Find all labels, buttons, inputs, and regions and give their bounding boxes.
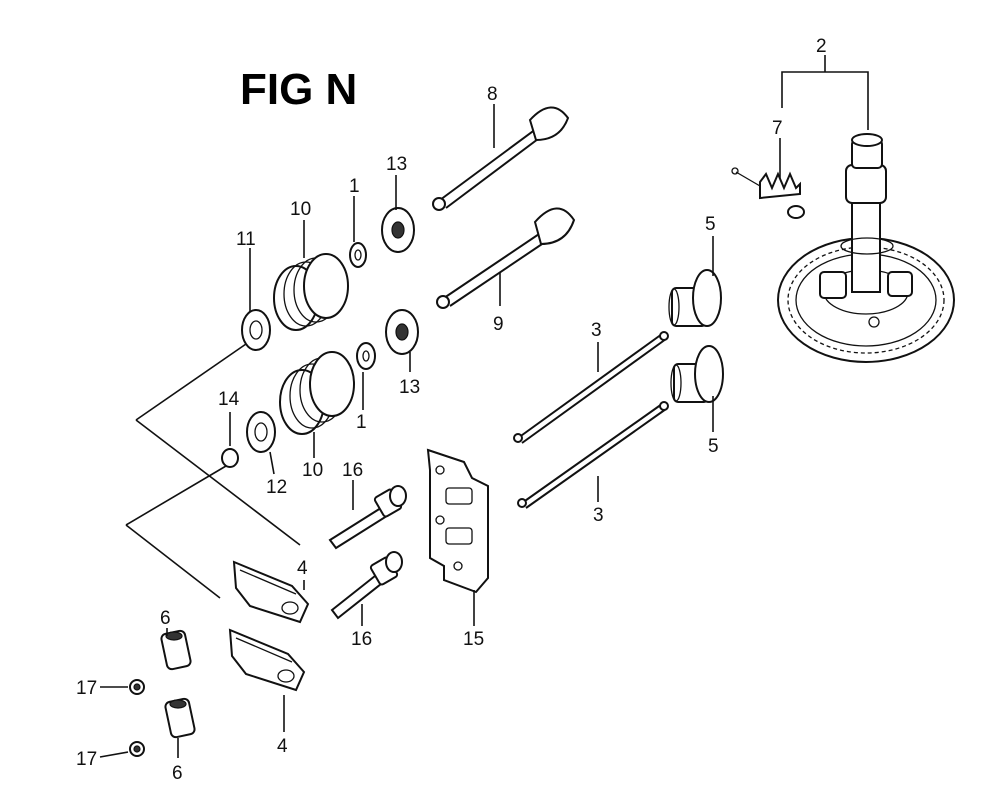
- callout-12: 12: [266, 477, 287, 498]
- tappet-lower: [670, 345, 724, 403]
- figure-title: FIG N: [240, 65, 357, 114]
- camshaft-gear: [777, 55, 955, 363]
- collet-lower: [356, 342, 376, 370]
- callout-5-upper: 5: [705, 214, 716, 235]
- pivot-bolt-upper: [328, 485, 407, 550]
- callout-17-lower: 17: [76, 749, 97, 770]
- valve-cap-14: [221, 448, 239, 468]
- decompressor-spring: [731, 138, 805, 219]
- group-leader-lines: [125, 343, 301, 599]
- spring-retainer-upper: [381, 207, 415, 253]
- push-rod-guide-plate: [426, 448, 489, 594]
- callout-3-lower: 3: [593, 505, 604, 526]
- callout-16-upper: 16: [342, 460, 363, 481]
- spring-seat-12: [246, 411, 276, 453]
- callout-9: 9: [493, 314, 504, 335]
- callout-15: 15: [463, 629, 484, 650]
- callout-6-lower: 6: [172, 763, 183, 784]
- rocker-arm-upper: [232, 560, 310, 624]
- exhaust-valve: [432, 106, 570, 211]
- callout-10-lower: 10: [302, 460, 323, 481]
- callout-14: 14: [218, 389, 240, 410]
- lock-nut-lower: [99, 741, 145, 758]
- callout-5-lower: 5: [708, 436, 719, 457]
- callout-7: 7: [772, 118, 783, 139]
- callout-4-upper: 4: [297, 558, 308, 579]
- push-rod-lower: [517, 401, 669, 509]
- callout-16-lower: 16: [351, 629, 372, 650]
- spring-seat-11: [241, 309, 271, 351]
- lock-nut-upper: [100, 679, 145, 695]
- callout-11: 11: [236, 229, 256, 250]
- collet-upper: [349, 242, 367, 268]
- push-rod-upper: [513, 331, 669, 444]
- rocker-arm-lower: [228, 628, 306, 692]
- callout-3-upper: 3: [591, 320, 602, 341]
- tappet-upper: [668, 269, 722, 327]
- callout-10-upper: 10: [290, 199, 311, 220]
- callout-6-upper: 6: [160, 608, 171, 629]
- valve-spring-upper: [273, 253, 349, 331]
- callout-8: 8: [487, 84, 498, 105]
- callout-13-upper: 13: [386, 154, 407, 175]
- spring-retainer-lower: [385, 309, 419, 355]
- callout-13-lower: 13: [399, 377, 420, 398]
- callout-leaders: [166, 104, 714, 758]
- rocker-shaft-upper: [160, 629, 192, 671]
- intake-valve: [436, 207, 576, 309]
- valve-spring-lower: [279, 351, 355, 435]
- callout-1-lower: 1: [356, 412, 367, 433]
- callout-4-lower: 4: [277, 736, 288, 757]
- callout-17-upper: 17: [76, 678, 97, 699]
- pivot-bolt-lower: [330, 551, 403, 620]
- rocker-shaft-lower: [164, 697, 196, 739]
- callout-1-upper: 1: [349, 176, 360, 197]
- callout-2: 2: [816, 36, 827, 57]
